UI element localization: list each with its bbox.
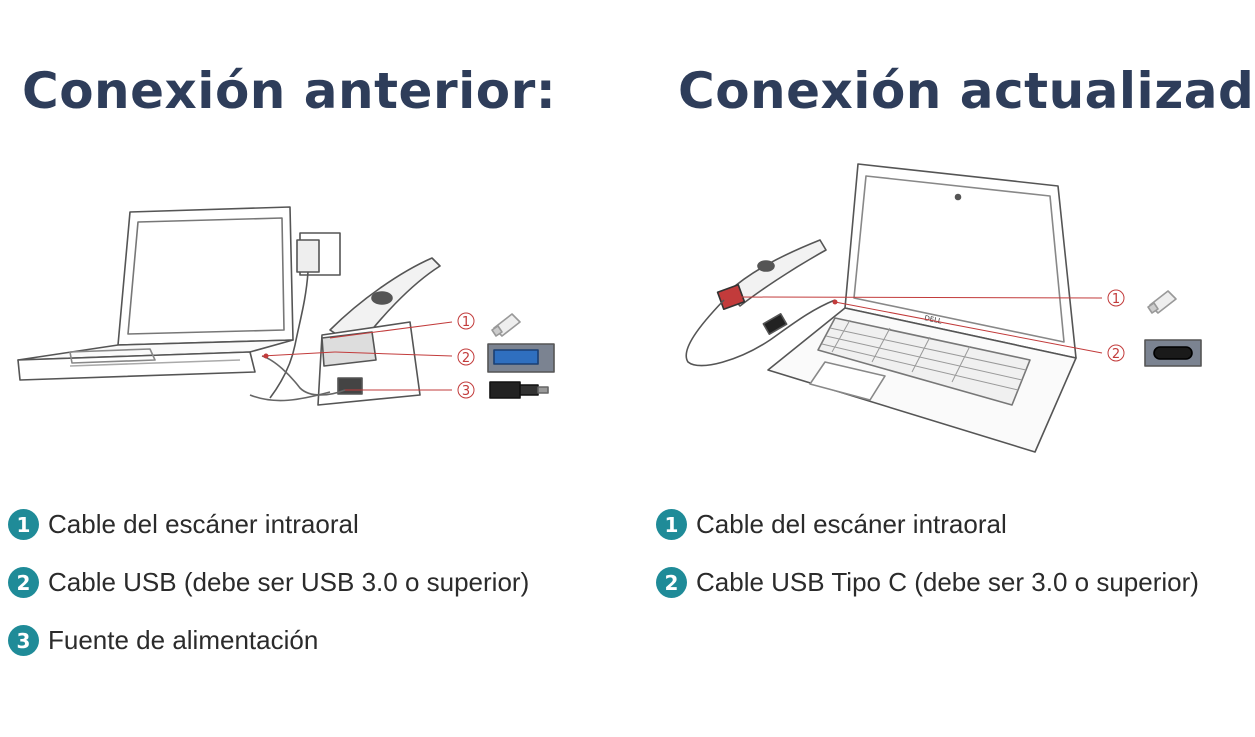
number-badge-icon: 1 bbox=[8, 509, 39, 540]
legend-text: Cable USB (debe ser USB 3.0 o superior) bbox=[48, 567, 530, 597]
left-callout-markers: 1 2 3 bbox=[457, 312, 475, 399]
laptop-illustration bbox=[17, 206, 294, 381]
right-title: Conexión actualizada: bbox=[678, 62, 1255, 120]
legend-text: Cable USB Tipo C (debe ser 3.0 o superio… bbox=[696, 567, 1199, 597]
usb-c-connector-icon bbox=[1147, 290, 1177, 314]
previous-connection-diagram: 1 2 3 bbox=[17, 206, 555, 406]
left-legend: 1 Cable del escáner intraoral 2 Cable US… bbox=[8, 508, 529, 682]
intraoral-scanner-illustration bbox=[317, 257, 441, 406]
right-legend: 1 Cable del escáner intraoral 2 Cable US… bbox=[656, 508, 1199, 624]
legend-text: Cable del escáner intraoral bbox=[696, 509, 1007, 539]
updated-connection-diagram: DELL 1 2 bbox=[685, 163, 1202, 453]
intraoral-scanner-illustration bbox=[716, 239, 827, 311]
list-item: 1 Cable del escáner intraoral bbox=[8, 508, 529, 566]
right-callout-1: 1 bbox=[1112, 292, 1120, 307]
legend-text: Cable del escáner intraoral bbox=[48, 509, 359, 539]
list-item: 1 Cable del escáner intraoral bbox=[656, 508, 1199, 566]
left-callout-1: 1 bbox=[462, 315, 470, 330]
dc-power-plug-icon bbox=[489, 381, 549, 399]
right-callout-2: 2 bbox=[1112, 347, 1120, 362]
left-callout-2: 2 bbox=[462, 351, 470, 366]
legend-text: Fuente de alimentación bbox=[48, 625, 319, 655]
number-badge-icon: 2 bbox=[656, 567, 687, 598]
list-item: 2 Cable USB (debe ser USB 3.0 o superior… bbox=[8, 566, 529, 624]
laptop-brand-label: DELL bbox=[924, 314, 943, 326]
list-item: 3 Fuente de alimentación bbox=[8, 624, 529, 682]
usb-c-port-icon bbox=[1144, 339, 1202, 367]
power-adapter-illustration bbox=[269, 232, 341, 399]
left-callout-3: 3 bbox=[462, 384, 470, 399]
number-badge-icon: 3 bbox=[8, 625, 39, 656]
left-title: Conexión anterior: bbox=[22, 62, 557, 120]
laptop-illustration: DELL bbox=[767, 163, 1077, 453]
right-callout-markers: 1 2 bbox=[1107, 289, 1125, 362]
usb-3-port-icon bbox=[487, 343, 555, 373]
number-badge-icon: 1 bbox=[656, 509, 687, 540]
list-item: 2 Cable USB Tipo C (debe ser 3.0 o super… bbox=[656, 566, 1199, 624]
usb-c-connector-icon bbox=[491, 313, 521, 337]
number-badge-icon: 2 bbox=[8, 567, 39, 598]
